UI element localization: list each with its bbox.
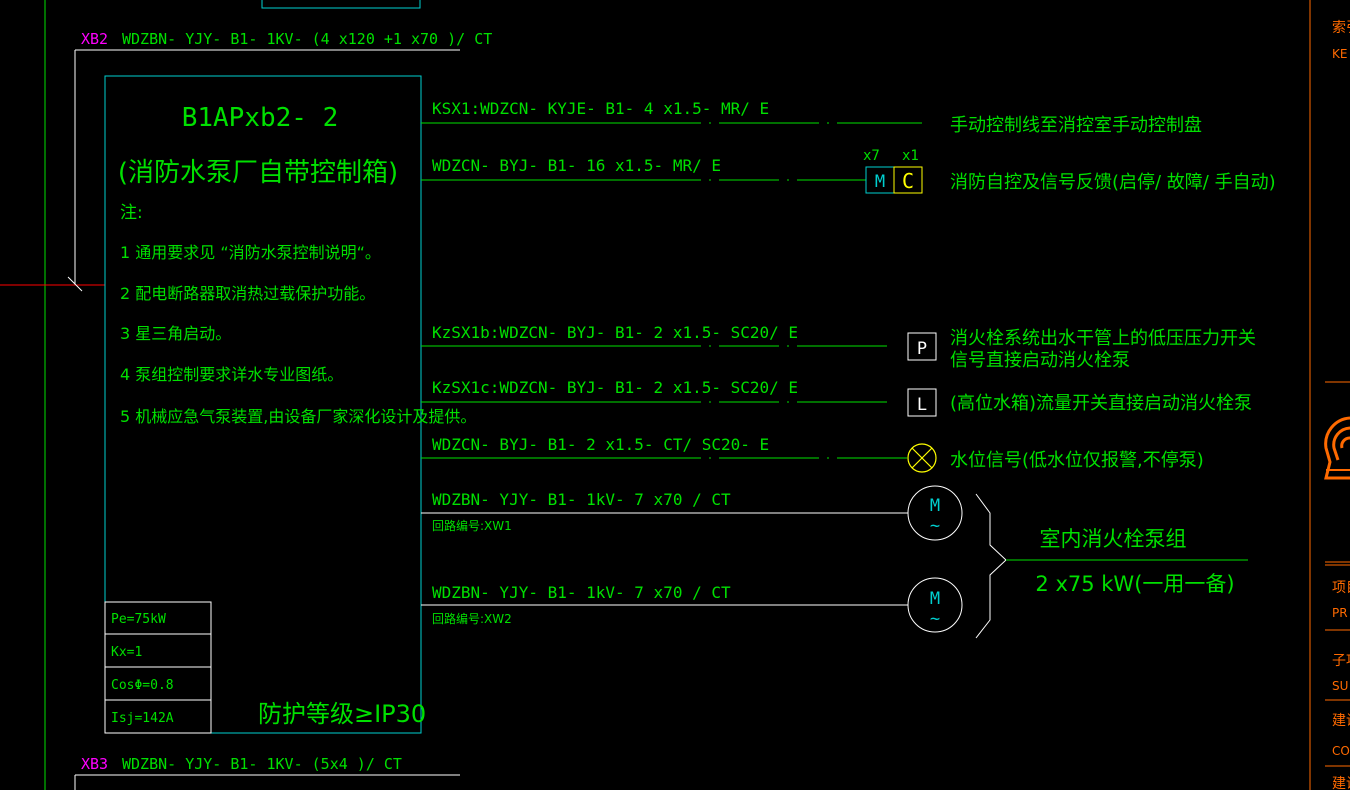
circuit-2-desc: 消防自控及信号反馈(启停/ 故障/ 手自动) bbox=[950, 172, 1276, 193]
param-kx: Kx=1 bbox=[111, 645, 142, 660]
circuit-2-mark-x7: x7 bbox=[863, 148, 880, 164]
pump-group-brace bbox=[975, 493, 1007, 639]
param-pe: Pe=75kW bbox=[111, 612, 166, 627]
xb2-cable-label: WDZBN- YJY- B1- 1KV- (4 x120 +1 x70 )/ C… bbox=[122, 30, 492, 48]
note-4: 4 泵组控制要求详水专业图纸。 bbox=[120, 365, 343, 384]
motor-2-icon bbox=[907, 577, 963, 633]
notes-heading: 注: bbox=[120, 203, 143, 223]
circuit-3-desc-1: 消火栓系统出水干管上的低压压力开关 bbox=[950, 328, 1256, 349]
param-isj: Isj=142A bbox=[111, 711, 174, 726]
motor-2-tilde: ~ bbox=[930, 609, 940, 629]
param-cos: CosΦ=0.8 bbox=[111, 678, 174, 693]
note-1: 1 通用要求见 “消防水泵控制说明“。 bbox=[120, 243, 381, 262]
flow-switch-box bbox=[907, 388, 937, 417]
motor-1-symbol: M bbox=[930, 496, 940, 516]
circuit-5-cable: WDZCN- BYJ- B1- 2 x1.5- CT/ SC20- E bbox=[432, 435, 769, 454]
module-c-label: C bbox=[902, 169, 914, 193]
upper-panel-edge bbox=[261, 0, 421, 9]
circuit-3-desc-2: 信号直接启动消火栓泵 bbox=[950, 350, 1130, 371]
feeder-tick bbox=[67, 276, 83, 292]
module-c-box bbox=[893, 166, 923, 194]
title-block-r1-cn: 索引 bbox=[1332, 19, 1350, 36]
title-block-r5-cn: 建设 bbox=[1332, 776, 1350, 790]
circuit-3-cable: KzSX1b:WDZCN- BYJ- B1- 2 x1.5- SC20/ E bbox=[432, 323, 798, 342]
circuit-2-cable: WDZCN- BYJ- B1- 16 x1.5- MR/ E bbox=[432, 156, 721, 175]
pump-group-title: 室内消火栓泵组 bbox=[1040, 527, 1187, 551]
title-block-r4-cn: 建设 bbox=[1332, 713, 1350, 729]
title-block-r2-cn: 项目 bbox=[1332, 580, 1350, 596]
water-level-sensor-icon bbox=[911, 447, 933, 469]
motor-1-tilde: ~ bbox=[930, 516, 940, 536]
pressure-switch-box bbox=[907, 332, 937, 361]
title-block-r2-en: PR bbox=[1332, 606, 1348, 620]
protection-rating: 防护等级≥IP30 bbox=[258, 700, 426, 728]
note-3: 3 星三角启动。 bbox=[120, 324, 231, 343]
circuit-1-cable: KSX1:WDZCN- KYJE- B1- 4 x1.5- MR/ E bbox=[432, 99, 769, 118]
title-block-r3-cn: 子项 bbox=[1332, 653, 1350, 669]
circuit-4-cable: KzSX1c:WDZCN- BYJ- B1- 2 x1.5- SC20/ E bbox=[432, 378, 798, 397]
xb3-cable-label: WDZBN- YJY- B1- 1KV- (5x4 )/ CT bbox=[122, 755, 402, 773]
motor-1-loop: 回路编号:XW1 bbox=[432, 518, 512, 533]
module-m-label: M bbox=[875, 172, 885, 192]
control-box-outline bbox=[104, 75, 422, 734]
water-level-sensor-icon bbox=[907, 443, 937, 473]
note-5: 5 机械应急气泵装置,由设备厂家深化设计及提供。 bbox=[120, 407, 476, 426]
circuit-4-desc: (高位水箱)流量开关直接启动消火栓泵 bbox=[950, 393, 1252, 414]
pressure-switch-label: P bbox=[917, 339, 927, 359]
title-block-r1-en: KE bbox=[1332, 47, 1347, 61]
company-logo-icon bbox=[1324, 416, 1350, 480]
motor-1-cable: WDZBN- YJY- B1- 1kV- 7 x70 / CT bbox=[432, 490, 731, 509]
title-block-r4-en: CO bbox=[1332, 744, 1350, 758]
circuit-5-desc: 水位信号(低水位仅报警,不停泵) bbox=[950, 450, 1204, 471]
note-2: 2 配电断路器取消热过载保护功能。 bbox=[120, 284, 375, 303]
motor-2-loop: 回路编号:XW2 bbox=[432, 611, 512, 626]
motor-2-cable: WDZBN- YJY- B1- 1kV- 7 x70 / CT bbox=[432, 583, 731, 602]
title-block-r3-en: SU bbox=[1332, 679, 1348, 693]
panel-subtitle: (消防水泵厂自带控制箱) bbox=[118, 158, 398, 188]
circuit-2-mark-x1: x1 bbox=[902, 148, 919, 164]
flow-switch-label: L bbox=[917, 395, 927, 415]
motor-2-symbol: M bbox=[930, 589, 940, 609]
motor-1-icon bbox=[907, 485, 963, 541]
xb2-tag: XB2 bbox=[81, 30, 108, 48]
pump-group-rating: 2 x75 kW(一用一备) bbox=[1035, 572, 1234, 596]
xb3-tag: XB3 bbox=[81, 755, 108, 773]
panel-name: B1APxb2- 2 bbox=[182, 103, 339, 133]
circuit-1-desc: 手动控制线至消控室手动控制盘 bbox=[950, 115, 1202, 136]
